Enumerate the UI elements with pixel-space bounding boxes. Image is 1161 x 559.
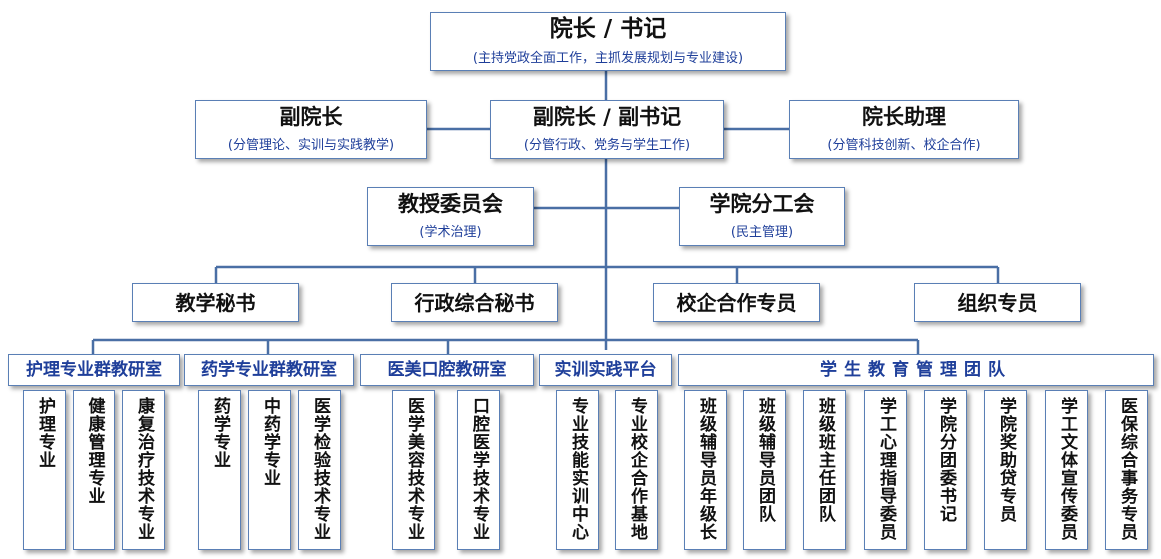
node-enterprise-liaison: 校企合作专员	[653, 283, 820, 322]
leaf-tcm-pharmacy: 中药学专业	[248, 390, 291, 550]
leaf-youth-league-secretary: 学院分团委书记	[924, 390, 967, 550]
leaf-skill-training-center: 专业技能实训中心	[556, 390, 599, 550]
node-teaching-secretary: 教学秘书	[132, 283, 299, 322]
leaf-grade-counselor-head: 班级辅导员年级长	[684, 390, 727, 550]
node-professor-committee: 教授委员会 (学术治理)	[367, 187, 534, 246]
header-student-management-team: 学生教育管理团队	[678, 354, 1154, 386]
leaf-pharmacy: 药学专业	[198, 390, 241, 550]
leaf-medical-cosmetology: 医学美容技术专业	[392, 390, 435, 550]
leaf-label: 班级班主任团队	[815, 397, 835, 523]
leaf-label: 学工文体宣传委员	[1057, 397, 1077, 541]
leaf-label: 药学专业	[210, 397, 230, 469]
node-subtitle: (主持党政全面工作，主抓发展规划与专业建设)	[472, 50, 744, 66]
leaf-label: 医学检验技术专业	[310, 397, 330, 541]
leaf-health-management: 健康管理专业	[73, 390, 115, 550]
leaf-class-teacher-team: 班级班主任团队	[803, 390, 846, 550]
leaf-counselor-team: 班级辅导员团队	[743, 390, 786, 550]
leaf-rehabilitation: 康复治疗技术专业	[122, 390, 165, 550]
header-nursing-group: 护理专业群教研室	[8, 354, 180, 386]
leaf-label: 班级辅导员团队	[755, 397, 775, 523]
leaf-medical-lab: 医学检验技术专业	[298, 390, 341, 550]
leaf-label: 健康管理专业	[84, 397, 105, 505]
header-training-platform: 实训实践平台	[539, 354, 672, 386]
node-subtitle: (民主管理)	[730, 224, 794, 240]
leaf-enterprise-base: 专业校企合作基地	[615, 390, 658, 550]
node-title: 院长助理	[862, 105, 946, 130]
node-subtitle: (分管理论、实训与实践教学)	[227, 137, 395, 153]
node-title: 副院长	[279, 105, 343, 130]
node-title: 校企合作专员	[676, 290, 797, 315]
node-subtitle: (分管行政、党务与学生工作)	[523, 137, 691, 153]
node-subtitle: (分管科技创新、校企合作)	[827, 137, 981, 153]
header-title: 学生教育管理团队	[820, 359, 1012, 380]
node-vice-dean-deputy-secretary: 副院长 / 副书记 (分管行政、党务与学生工作)	[490, 100, 724, 159]
leaf-label: 康复治疗技术专业	[134, 397, 154, 541]
leaf-insurance-affairs-officer: 医保综合事务专员	[1105, 390, 1148, 550]
leaf-dental-technology: 口腔医学技术专业	[457, 390, 500, 550]
header-title: 药学专业群教研室	[201, 359, 337, 380]
leaf-label: 口腔医学技术专业	[469, 397, 489, 541]
node-organization-officer: 组织专员	[914, 283, 1081, 322]
leaf-label: 中药学专业	[260, 397, 280, 487]
leaf-financial-aid-officer: 学院奖助贷专员	[984, 390, 1027, 550]
node-title: 教授委员会	[398, 192, 503, 217]
leaf-nursing: 护理专业	[23, 390, 66, 550]
leaf-label: 医学美容技术专业	[404, 397, 424, 541]
node-title: 行政综合秘书	[414, 290, 535, 315]
header-title: 实训实践平台	[554, 359, 657, 380]
node-title: 学院分工会	[709, 192, 815, 217]
leaf-label: 专业校企合作基地	[627, 397, 647, 541]
leaf-label: 班级辅导员年级长	[696, 397, 716, 541]
node-vice-dean: 副院长 (分管理论、实训与实践教学)	[195, 100, 427, 159]
node-subtitle: (学术治理)	[419, 224, 482, 240]
node-dean-assistant: 院长助理 (分管科技创新、校企合作)	[789, 100, 1019, 159]
leaf-label: 学工心理指导委员	[876, 397, 896, 541]
node-dean-secretary: 院长 / 书记 (主持党政全面工作，主抓发展规划与专业建设)	[430, 12, 786, 71]
leaf-culture-publicity-committee: 学工文体宣传委员	[1045, 390, 1088, 550]
node-title: 院长 / 书记	[549, 16, 667, 43]
leaf-label: 学院分团委书记	[936, 397, 956, 523]
leaf-label: 学院奖助贷专员	[996, 397, 1016, 523]
header-title: 医美口腔教研室	[387, 359, 507, 380]
header-cosmetic-dental-group: 医美口腔教研室	[360, 354, 534, 386]
leaf-label: 专业技能实训中心	[568, 397, 588, 541]
node-admin-secretary: 行政综合秘书	[391, 283, 558, 322]
node-title: 组织专员	[957, 290, 1038, 315]
leaf-label: 护理专业	[35, 397, 55, 469]
node-trade-union: 学院分工会 (民主管理)	[679, 187, 845, 246]
header-title: 护理专业群教研室	[26, 359, 162, 380]
node-title: 教学秘书	[175, 290, 256, 315]
leaf-label: 医保综合事务专员	[1117, 397, 1137, 541]
node-title: 副院长 / 副书记	[532, 105, 682, 130]
leaf-psychology-committee: 学工心理指导委员	[864, 390, 907, 550]
header-pharmacy-group: 药学专业群教研室	[184, 354, 354, 386]
